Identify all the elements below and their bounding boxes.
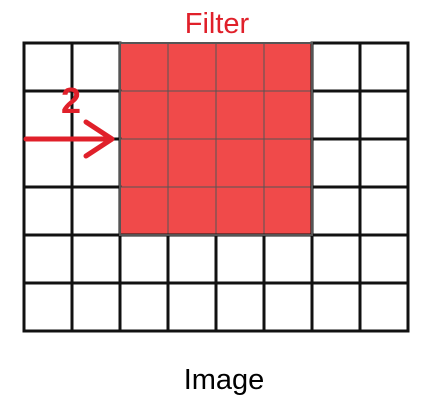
image-cell (310, 89, 362, 141)
image-grid (22, 41, 410, 333)
image-cell (70, 137, 122, 189)
image-cell (310, 185, 362, 237)
filter-cell (263, 138, 313, 188)
image-cell (262, 233, 314, 285)
filter-cell (119, 90, 169, 140)
filter-cell (167, 42, 217, 92)
filter-cell (215, 90, 265, 140)
image-cell (118, 281, 170, 333)
image-cell (22, 233, 74, 285)
image-cell (214, 233, 266, 285)
filter-cell (167, 186, 217, 236)
image-cell (358, 281, 410, 333)
arrow-head (83, 119, 115, 159)
filter-cell (263, 42, 313, 92)
image-cell (310, 41, 362, 93)
filter-cell (119, 186, 169, 236)
filter-cell (215, 42, 265, 92)
image-cell (262, 281, 314, 333)
image-cell (22, 137, 74, 189)
image-cell (358, 137, 410, 189)
stride-arrow (23, 119, 115, 159)
stride-label: 2 (61, 80, 81, 121)
filter-cell (215, 186, 265, 236)
image-cell (22, 185, 74, 237)
image-cell (70, 281, 122, 333)
image-cell (118, 233, 170, 285)
image-cell (358, 233, 410, 285)
image-cell (22, 281, 74, 333)
filter-cell (167, 138, 217, 188)
image-cell (310, 281, 362, 333)
image-cell (166, 233, 218, 285)
image-cell (358, 185, 410, 237)
image-label: Image (184, 364, 265, 396)
filter-cell (119, 42, 169, 92)
filter-cell (215, 138, 265, 188)
filter-cell (263, 90, 313, 140)
filter-window (119, 42, 313, 236)
filter-cell (119, 138, 169, 188)
image-cell (70, 185, 122, 237)
image-cell (166, 281, 218, 333)
image-cell (70, 233, 122, 285)
filter-label: Filter (185, 8, 250, 40)
filter-cell (167, 90, 217, 140)
image-cell (358, 41, 410, 93)
image-cell (214, 281, 266, 333)
image-cell (310, 233, 362, 285)
image-cell (358, 89, 410, 141)
filter-cell (263, 186, 313, 236)
image-cell (310, 137, 362, 189)
